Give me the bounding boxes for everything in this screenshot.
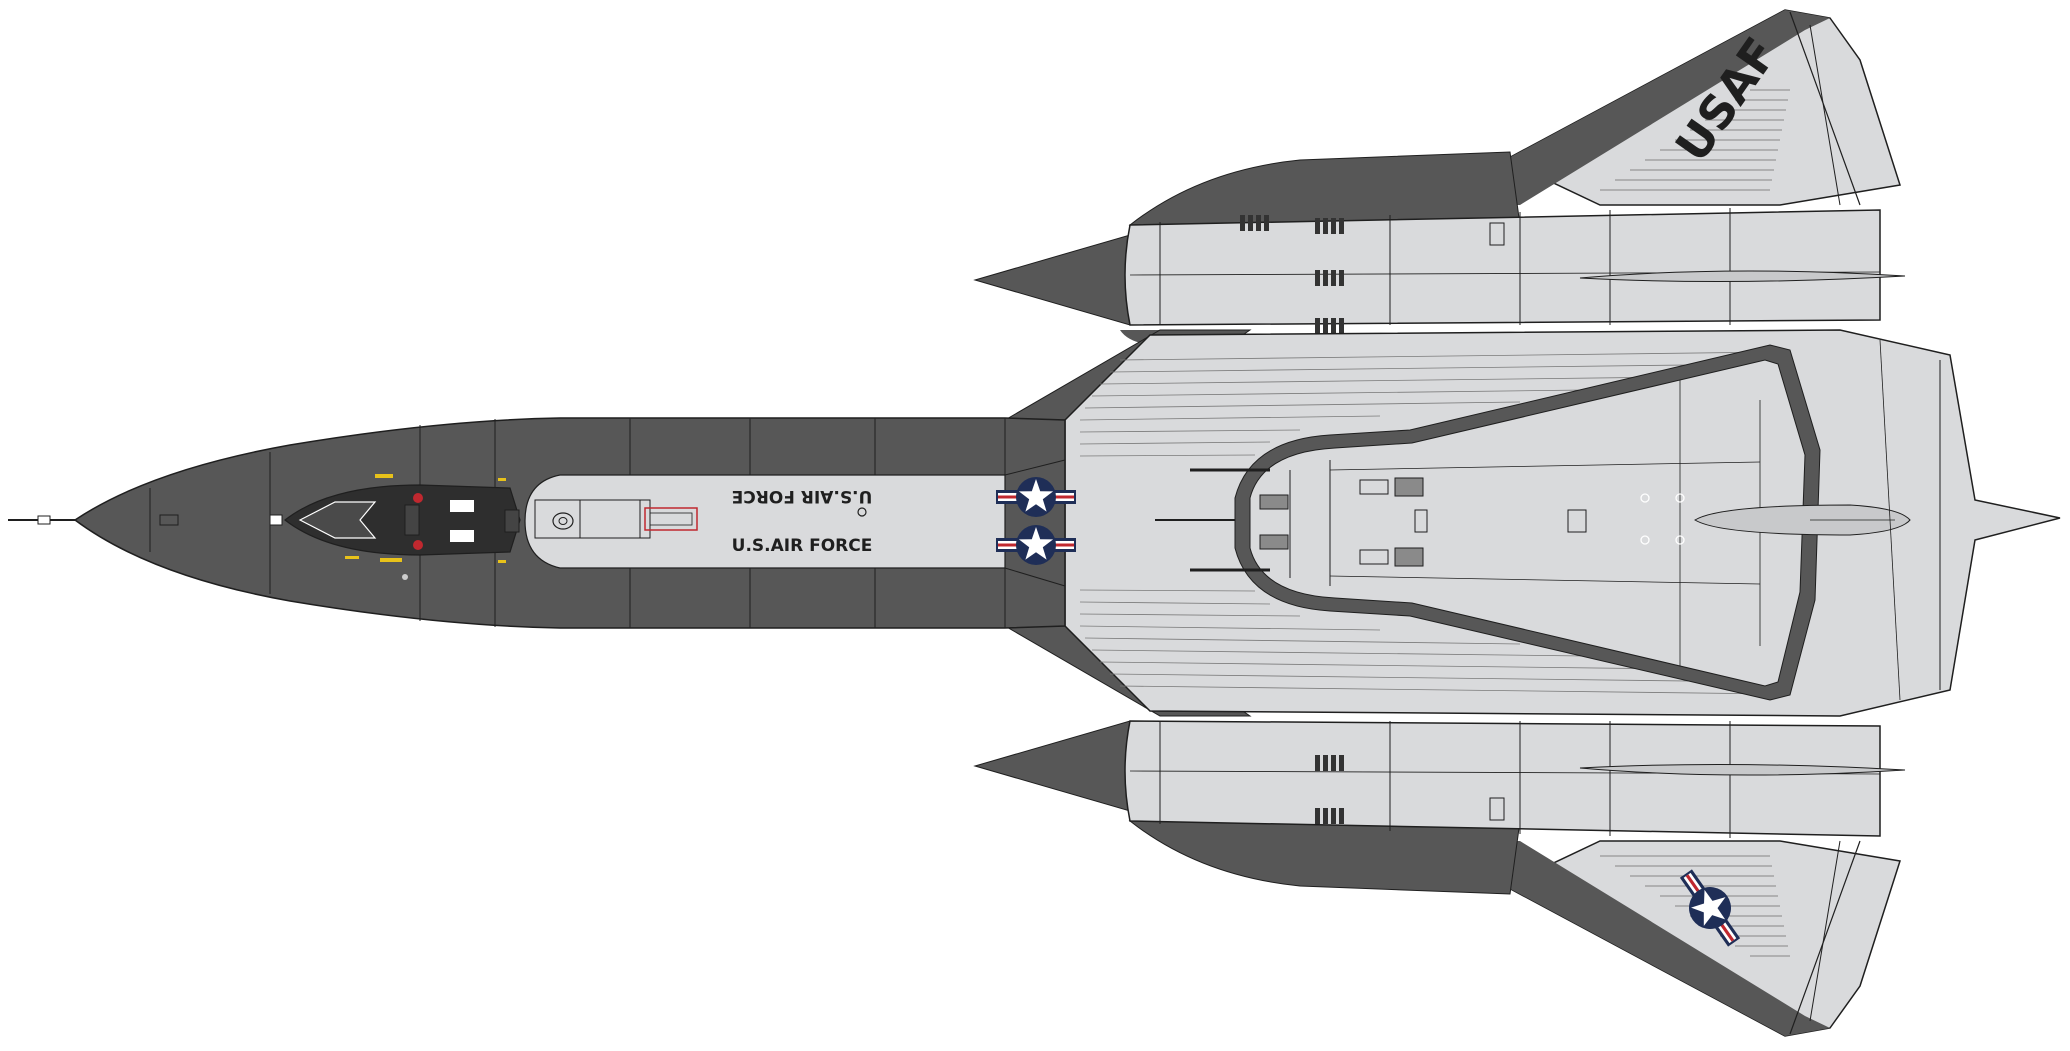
lower-wing-group: [973, 720, 1906, 1037]
upper-inlet-spike: [973, 234, 1131, 326]
fuselage-marking-panel: [524, 474, 1006, 569]
lower-inlet-spike: [973, 720, 1131, 812]
center-body: [1004, 329, 2061, 717]
upper-wing-group: USAF: [973, 9, 1906, 345]
fuselage-marking-upper: U.S.AIR FORCE: [732, 486, 873, 506]
fuselage: U.S.AIR FORCE U.S.AIR FORCE: [8, 417, 1076, 629]
upper-outer-wing: [1503, 9, 1901, 206]
upper-nacelle: [1124, 209, 1881, 326]
lower-nacelle: [1124, 720, 1881, 837]
fuselage-marking-lower: U.S.AIR FORCE: [732, 536, 873, 556]
tail-cone: [1694, 504, 1911, 536]
